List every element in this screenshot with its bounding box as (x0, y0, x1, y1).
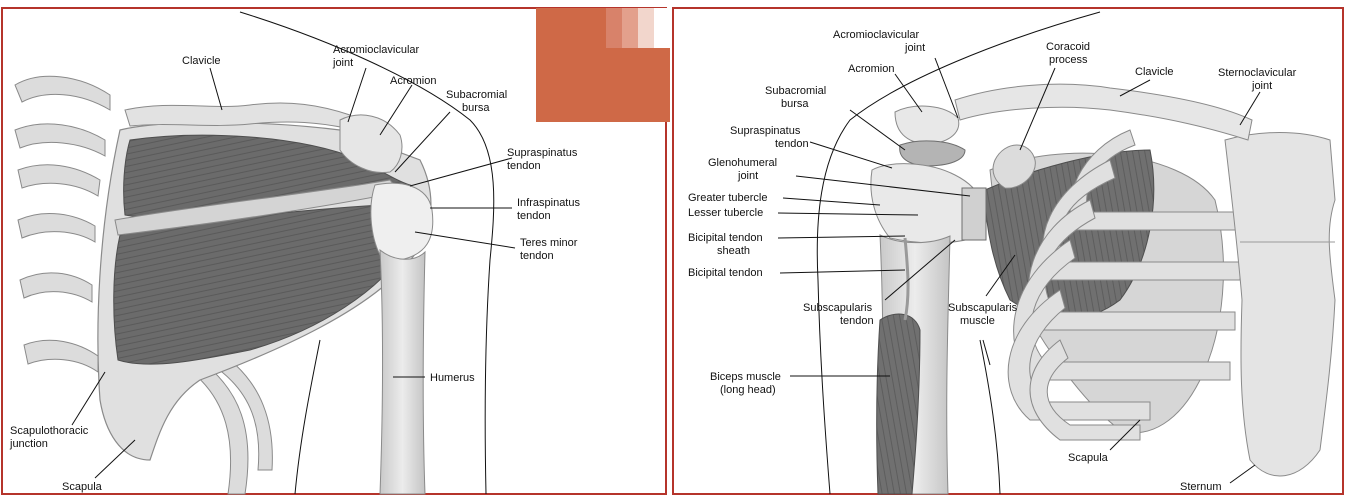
label-sternum: Sternum (1180, 481, 1222, 493)
label-scapula: Scapula (62, 481, 103, 493)
accent-stripe-4 (654, 8, 670, 48)
label-scapulothoracic-line2: junction (9, 438, 48, 450)
label-scapulothoracic-line1: Scapulothoracic (10, 425, 89, 437)
label-scapula-a: Scapula (1068, 452, 1109, 464)
label-biceps-line2: (long head) (720, 384, 776, 396)
label-subacromial-a-line2: bursa (781, 98, 809, 110)
label-bicipital-sheath-line1: Bicipital tendon (688, 232, 763, 244)
label-clavicle: Clavicle (182, 55, 221, 67)
label-glenohumeral-line1: Glenohumeral (708, 157, 777, 169)
label-coracoid-line2: process (1049, 54, 1088, 66)
label-subscapularis-tendon-line1: Subscapularis (803, 302, 873, 314)
label-infraspinatus-line1: Infraspinatus (517, 197, 580, 209)
label-bicipital-sheath-line2: sheath (717, 245, 750, 257)
label-ac-joint-line2: joint (332, 57, 353, 69)
label-supraspinatus-a-line1: Supraspinatus (730, 125, 801, 137)
rotator-cuff-tendons (371, 183, 433, 260)
humerus-posterior (380, 250, 425, 494)
label-subscapularis-muscle-line2: muscle (960, 315, 995, 327)
label-acromion-a: Acromion (848, 63, 894, 75)
accent-stripe-2 (622, 8, 638, 48)
label-bicipital-tendon: Bicipital tendon (688, 267, 763, 279)
label-subscapularis-tendon-line2: tendon (840, 315, 874, 327)
accent-stripe-3 (638, 8, 654, 48)
label-subacromial-a-line1: Subacromial (765, 85, 826, 97)
label-lesser-tubercle: Lesser tubercle (688, 207, 763, 219)
label-supraspinatus-line1: Supraspinatus (507, 147, 578, 159)
label-ac-joint-a-line2: joint (904, 42, 925, 54)
anterior-panel: Acromioclavicular joint Coracoid process… (673, 8, 1343, 494)
label-glenohumeral-line2: joint (737, 170, 758, 182)
label-sc-joint-line1: Sternoclavicular (1218, 67, 1297, 79)
label-subscapularis-muscle-line1: Subscapularis (948, 302, 1018, 314)
label-supraspinatus-line2: tendon (507, 160, 541, 172)
label-humerus: Humerus (430, 372, 475, 384)
label-subacromial-line2: bursa (462, 102, 490, 114)
label-clavicle-a: Clavicle (1135, 66, 1174, 78)
label-infraspinatus-line2: tendon (517, 210, 551, 222)
label-acromion: Acromion (390, 75, 436, 87)
label-ac-joint-line1: Acromioclavicular (333, 44, 420, 56)
label-subacromial-line1: Subacromial (446, 89, 507, 101)
label-ac-joint-a-line1: Acromioclavicular (833, 29, 920, 41)
label-sc-joint-line2: joint (1251, 80, 1272, 92)
label-biceps-line1: Biceps muscle (710, 371, 781, 383)
accent-stripe-1 (606, 8, 622, 48)
accent-block (536, 8, 670, 122)
label-supraspinatus-a-line2: tendon (775, 138, 809, 150)
label-coracoid-line1: Coracoid (1046, 41, 1090, 53)
label-greater-tubercle: Greater tubercle (688, 192, 767, 204)
label-teres-minor-line1: Teres minor (520, 237, 578, 249)
label-teres-minor-line2: tendon (520, 250, 554, 262)
biceps-long-head (877, 314, 920, 494)
